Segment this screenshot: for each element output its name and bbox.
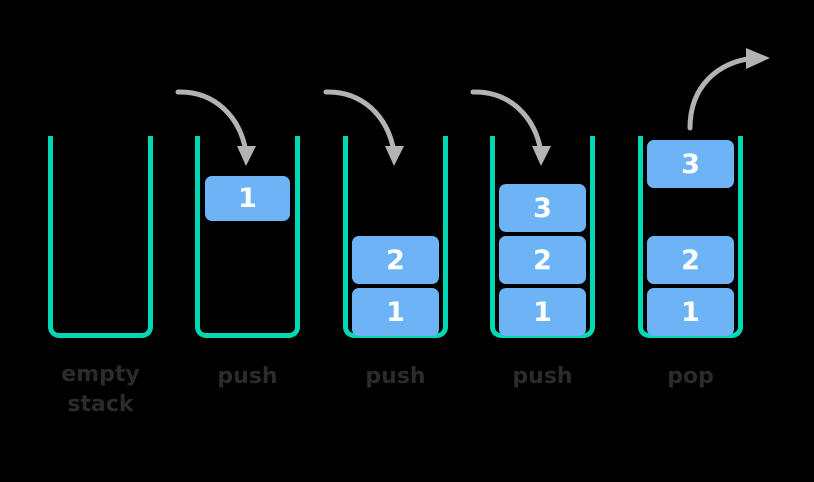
stack-block: 2 (499, 236, 586, 284)
stack-caption-empty-stack: empty stack (61, 362, 140, 417)
stack-block: 3 (499, 184, 586, 232)
stack-block: 1 (647, 288, 734, 336)
stack-block: 1 (499, 288, 586, 336)
stack-caption-pop: pop (667, 364, 714, 389)
stack-block: 2 (352, 236, 439, 284)
stack-container-push-1 (195, 136, 300, 338)
stack-block: 3 (647, 140, 734, 188)
stack-caption-push-2: push (365, 364, 426, 389)
stack-block: 2 (647, 236, 734, 284)
stack-block: 1 (352, 288, 439, 336)
stack-caption-push-3: push (512, 364, 573, 389)
stack-caption-push-1: push (217, 364, 278, 389)
stack-container-empty-stack (48, 136, 153, 338)
stack-block: 1 (205, 176, 290, 221)
